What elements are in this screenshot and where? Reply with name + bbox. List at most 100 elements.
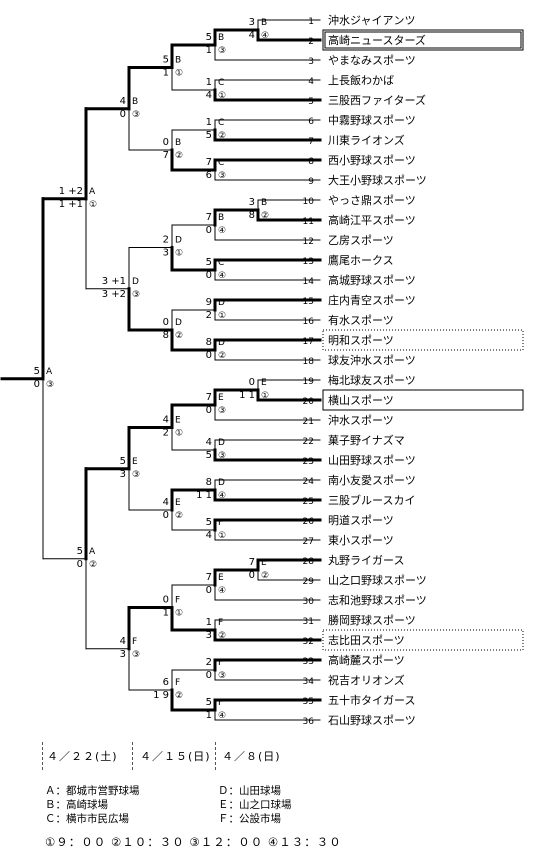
score-top: 5 — [77, 546, 83, 557]
team-name: 川東ライオンズ — [328, 133, 405, 147]
score-bottom: 5 — [206, 450, 212, 461]
score-bottom: 3 — [206, 630, 212, 641]
team-entry: 17 明和スポーツ — [303, 329, 524, 351]
score-bottom: 1 +1 — [59, 199, 83, 210]
team-number: 9 — [308, 177, 314, 187]
score-top: 7 — [206, 392, 212, 403]
score-top: 4 — [120, 96, 126, 107]
venue-code: A — [46, 367, 53, 377]
venue-legend-b: Ｂ：高崎球場 — [45, 799, 108, 811]
score-bottom: 3 +2 — [102, 289, 126, 300]
team-number: 25 — [303, 497, 314, 507]
time-slot: ④ — [218, 491, 226, 501]
venue-code: F — [175, 596, 180, 606]
venue-code: D — [218, 338, 225, 348]
time-slot: ① — [175, 429, 183, 439]
time-slot: ④ — [218, 586, 226, 596]
venue-code: B — [175, 56, 181, 66]
venue-legend-d: Ｄ：山田球場 — [218, 785, 281, 797]
team-number: 1 — [308, 17, 314, 27]
score-bottom: 6 — [206, 170, 212, 181]
team-name: 梅北球友スポーツ — [328, 373, 416, 387]
score-top: 8 — [206, 477, 212, 488]
team-number: 17 — [303, 337, 314, 347]
team-number: 13 — [303, 257, 314, 267]
score-bottom: 0 — [206, 225, 212, 236]
team-number: 6 — [308, 117, 314, 127]
score-bottom: 8 — [163, 330, 169, 341]
score-top: 1 — [206, 617, 212, 628]
score-bottom: 1 — [163, 608, 169, 619]
score-top: 8 — [206, 337, 212, 348]
venue-code: B — [132, 97, 138, 107]
team-number: 35 — [303, 697, 314, 707]
score-top: 0 — [163, 317, 169, 328]
highlight-box — [322, 29, 524, 51]
team-number: 7 — [308, 137, 314, 147]
date-semifinal-final: ４／２２(土) — [47, 750, 118, 763]
score-bottom: 0 — [120, 109, 126, 120]
time-slot: ② — [175, 151, 183, 161]
team-name: 高城野球スポーツ — [328, 273, 416, 287]
team-number: 12 — [303, 237, 314, 247]
score-top: 4 — [206, 437, 212, 448]
venue-code: B — [175, 138, 181, 148]
team-number: 22 — [303, 437, 314, 447]
venue-code: E — [218, 393, 224, 403]
score-bottom: 5 — [206, 130, 212, 141]
score-top: 5 — [206, 697, 212, 708]
date-round-1: ４／８(日) — [222, 750, 281, 763]
time-slot: ③ — [46, 380, 54, 390]
score-bottom: 4 — [206, 90, 212, 101]
venue-code: F — [218, 618, 223, 628]
venue-code: E — [218, 573, 224, 583]
score-bottom: 0 — [77, 559, 83, 570]
team-entry: 9 大王小野球スポーツ — [308, 173, 427, 187]
team-number: 5 — [308, 97, 314, 107]
date-divider — [132, 742, 133, 770]
time-slot: ① — [218, 91, 226, 101]
score-top: 0 — [163, 595, 169, 606]
time-slot: ① — [261, 391, 269, 401]
team-name: 五十市タイガース — [328, 693, 415, 707]
venue-code: B — [218, 213, 224, 223]
score-bottom: 1 1 — [196, 490, 212, 501]
venue-legend-a: Ａ：都城市営野球場 — [45, 785, 140, 797]
team-name: 志和池野球スポーツ — [328, 593, 427, 607]
score-bottom: 1 — [206, 710, 212, 721]
team-number: 26 — [303, 517, 315, 527]
score-top: 6 — [163, 677, 169, 688]
score-bottom: 4 — [249, 30, 255, 41]
team-entry: 7 川東ライオンズ — [308, 133, 405, 147]
score-top: 2 — [163, 235, 169, 246]
time-slot: ② — [175, 691, 183, 701]
team-name: 祝吉オリオンズ — [328, 673, 405, 687]
team-name: 上長飯わかば — [328, 73, 394, 87]
team-number: 27 — [303, 537, 314, 547]
team-name: 大王小野球スポーツ — [328, 173, 427, 187]
team-number: 18 — [303, 357, 315, 367]
team-name: 高崎江平スポーツ — [328, 213, 416, 227]
score-top: 7 — [206, 157, 212, 168]
team-name: やっさ鼎スポーツ — [328, 194, 416, 207]
team-entry: 13 鷹尾ホークス — [303, 253, 394, 267]
team-number: 33 — [303, 657, 314, 667]
time-slot: ④ — [218, 226, 226, 236]
team-number: 20 — [303, 397, 315, 407]
team-name: 明和スポーツ — [328, 334, 394, 347]
team-number: 4 — [308, 77, 314, 87]
team-name: 鷹尾ホークス — [328, 253, 394, 267]
time-slot: ② — [218, 631, 226, 641]
score-bottom: 3 — [120, 469, 126, 480]
time-slot: ② — [89, 560, 97, 570]
time-slot: ① — [218, 531, 226, 541]
team-name: 中霧野球スポーツ — [328, 113, 416, 127]
team-name: やまなみスポーツ — [328, 54, 416, 67]
